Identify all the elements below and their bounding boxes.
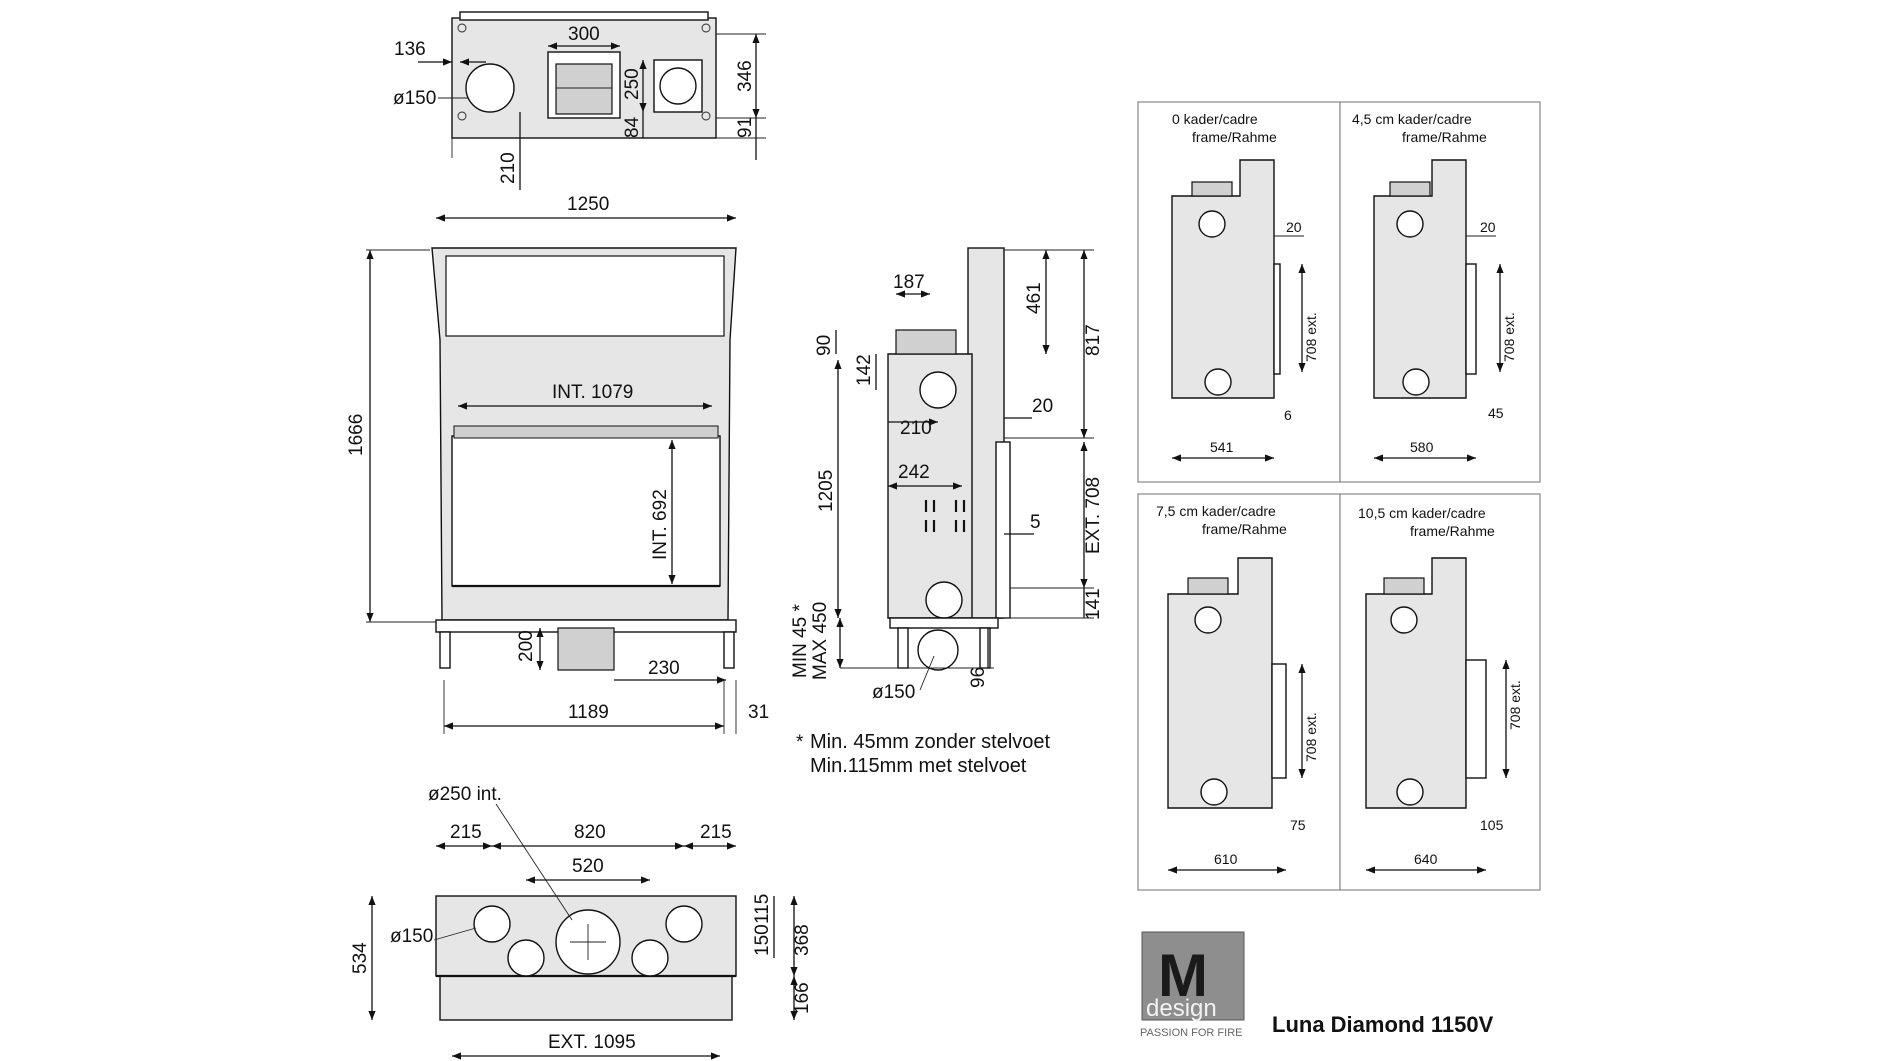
dim-phi150-top: ø150	[393, 88, 436, 109]
dim-210-top: 210	[498, 152, 519, 184]
panel-2-caption-1: 7,5 cm kader/cadre	[1156, 503, 1276, 519]
dim-230: 230	[648, 658, 680, 679]
note-line-1: Min. 45mm zonder stelvoet	[810, 731, 1051, 753]
frame-panel-2: 7,5 cm kader/cadre frame/Rahme 708 ext. …	[1137, 493, 1341, 891]
frame-panel-0: 0 kader/cadre frame/Rahme 20 708 ext. 6 …	[1137, 101, 1341, 483]
dim-96: 96	[968, 667, 989, 688]
dim-346: 346	[735, 60, 756, 92]
dim-90: 90	[814, 335, 835, 356]
panel-0-width: 541	[1210, 439, 1234, 455]
dim-1666: 1666	[346, 414, 367, 456]
panel-2-caption-2: frame/Rahme	[1202, 521, 1287, 537]
footnote: * Min. 45mm zonder stelvoet Min.115mm me…	[796, 731, 1051, 777]
dim-142: 142	[854, 354, 875, 386]
dim-150: 150	[752, 924, 773, 956]
panel-2-width: 610	[1214, 851, 1238, 867]
panel-3-dim-small: 105	[1480, 817, 1504, 833]
dim-242: 242	[898, 462, 930, 483]
logo-mark: M	[1158, 942, 1208, 1009]
dim-820: 820	[574, 822, 606, 843]
dim-210-side: 210	[900, 418, 932, 439]
front-view: 1250 1666 INT. 1079 INT. 692 200 230 118…	[346, 194, 769, 734]
dim-84: 84	[622, 116, 643, 138]
dim-166: 166	[792, 982, 813, 1014]
note-line-2: Min.115mm met stelvoet	[810, 755, 1027, 777]
dim-ext-708: EXT. 708	[1083, 477, 1104, 554]
side-view: 187 461 817 90 142 20 210 242 1205 EXT. …	[790, 247, 1104, 703]
logo-tagline: PASSION FOR FIRE	[1140, 1027, 1242, 1039]
dim-int-1079: INT. 1079	[552, 382, 633, 403]
frame-panel-1: 4,5 cm kader/cadre frame/Rahme 20 708 ex…	[1339, 101, 1541, 483]
panel-1-caption-2: frame/Rahme	[1402, 129, 1487, 145]
panel-1-dim-small: 45	[1488, 405, 1504, 421]
dim-phi250: ø250 int.	[428, 784, 502, 805]
dim-phi150-bottom: ø150	[390, 926, 433, 947]
dim-31: 31	[748, 702, 769, 723]
top-view: 136 300 ø150 250 84 346 91 210	[393, 11, 766, 190]
dim-200: 200	[516, 630, 537, 662]
dim-min45: MIN 45 *	[790, 603, 811, 678]
dim-20-side: 20	[1032, 396, 1053, 417]
dim-215-left: 215	[450, 822, 482, 843]
logo-word: design	[1146, 995, 1217, 1022]
panel-2-dim-708: 708 ext.	[1303, 712, 1319, 762]
panel-1-caption-1: 4,5 cm kader/cadre	[1352, 111, 1472, 127]
panel-3-caption-1: 10,5 cm kader/cadre	[1358, 505, 1486, 521]
dim-max450: MAX 450	[810, 602, 831, 680]
panel-1-dim-708: 708 ext.	[1501, 312, 1517, 362]
panel-1-dim-20: 20	[1480, 219, 1496, 235]
panel-3-caption-2: frame/Rahme	[1410, 523, 1495, 539]
frame-panel-3: 10,5 cm kader/cadre frame/Rahme 708 ext.…	[1339, 493, 1541, 891]
dim-215-right: 215	[700, 822, 732, 843]
panel-3-width: 640	[1414, 851, 1438, 867]
dim-250-top: 250	[622, 68, 643, 100]
bottom-view: ø250 int. 215 820 215 520 ø150 534 115 1…	[350, 784, 813, 1060]
product-title: Luna Diamond 1150V	[1272, 1012, 1494, 1037]
dim-520: 520	[572, 856, 604, 877]
dim-ext-1095: EXT. 1095	[548, 1032, 636, 1053]
dim-300: 300	[568, 24, 600, 45]
dim-461: 461	[1024, 282, 1045, 314]
dim-136: 136	[394, 39, 426, 60]
dim-817: 817	[1083, 324, 1104, 356]
panel-0-caption-1: 0 kader/cadre	[1172, 111, 1258, 127]
dim-141: 141	[1083, 588, 1104, 620]
dim-int-692: INT. 692	[650, 489, 671, 560]
frame-panels: 0 kader/cadre frame/Rahme 20 708 ext. 6 …	[1137, 101, 1541, 891]
panel-1-width: 580	[1410, 439, 1434, 455]
dim-368: 368	[792, 924, 813, 956]
dim-1189: 1189	[568, 702, 609, 723]
dim-534: 534	[350, 942, 371, 974]
dim-1205: 1205	[816, 470, 837, 512]
panel-2-dim-small: 75	[1290, 817, 1306, 833]
brand-logo: M design PASSION FOR FIRE	[1140, 931, 1245, 1039]
note-star: *	[796, 732, 804, 753]
panel-0-dim-20: 20	[1286, 219, 1302, 235]
dim-1250: 1250	[567, 194, 609, 215]
panel-3-dim-708: 708 ext.	[1507, 680, 1523, 730]
panel-0-caption-2: frame/Rahme	[1192, 129, 1277, 145]
dim-5: 5	[1030, 512, 1041, 533]
panel-0-dim-small: 6	[1284, 407, 1292, 423]
dim-187: 187	[893, 272, 925, 293]
dim-phi150-side: ø150	[872, 682, 915, 703]
dim-115: 115	[752, 894, 773, 924]
panel-0-dim-708: 708 ext.	[1303, 312, 1319, 362]
dim-91: 91	[735, 117, 756, 138]
